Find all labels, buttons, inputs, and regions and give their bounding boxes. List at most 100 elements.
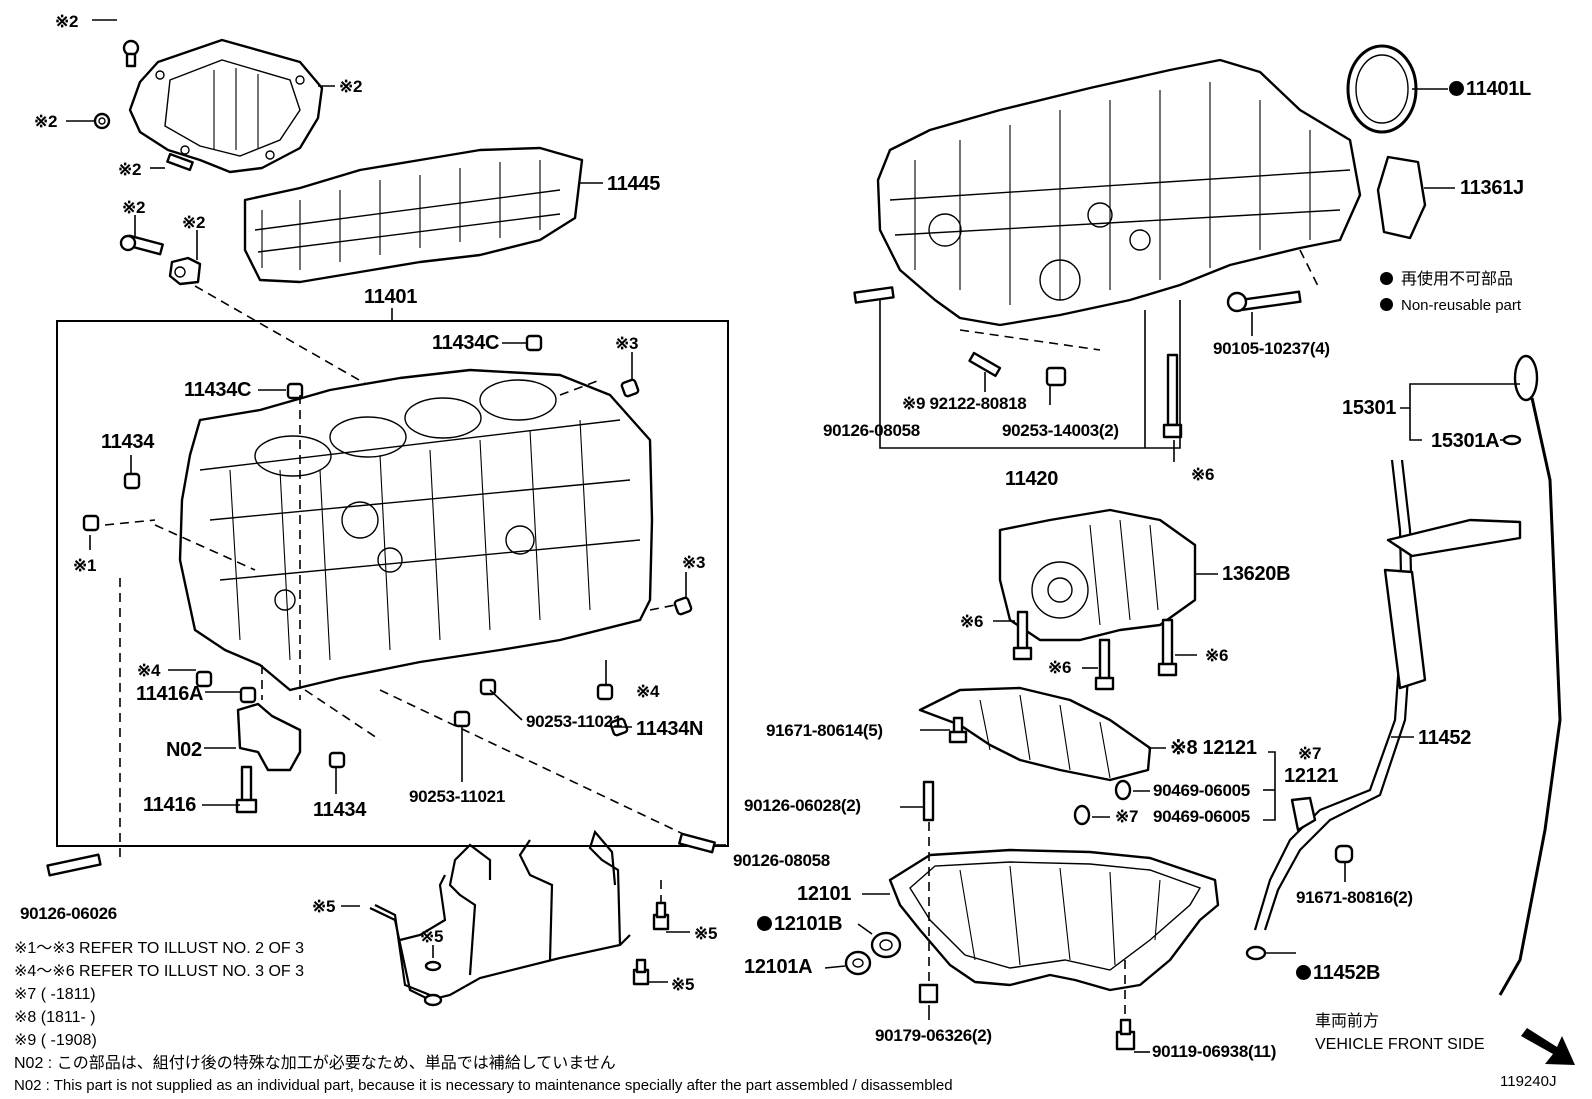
non-reusable-bullet — [1449, 81, 1464, 96]
dowel-pins-drawing — [82, 334, 693, 769]
illustration-number: 119240J — [1500, 1073, 1557, 1090]
front-arrow-drawing — [1521, 1028, 1575, 1065]
label-11445: 11445 — [607, 173, 661, 195]
label-90126-06026: 90126-06026 — [20, 904, 117, 923]
label-12101: 12101 — [797, 883, 852, 905]
label-11452: 11452 — [1418, 727, 1472, 749]
label-90119-06938: 90119-06938(11) — [1152, 1042, 1277, 1061]
label-11452b: 11452B — [1296, 962, 1380, 984]
oil-pan-lower-drawing — [844, 780, 1220, 1051]
label-note-9-92122: ※9 92122-80818 — [902, 394, 1027, 413]
label-90253-14003: 90253-14003(2) — [1002, 421, 1119, 440]
label-11401: 11401 — [364, 286, 418, 308]
front-side-en: VEHICLE FRONT SIDE — [1315, 1036, 1485, 1053]
label-90126-08058-b: 90126-08058 — [823, 421, 920, 440]
oil-pan-baffle-drawing — [243, 146, 584, 284]
label-13620b: 13620B — [1222, 563, 1291, 585]
oil-pan-upper-drawing — [876, 58, 1362, 327]
oil-pump-bolts-drawing — [1012, 610, 1178, 691]
label-15301: 15301 — [1342, 397, 1397, 419]
label-11416a: 11416A — [136, 683, 204, 705]
label-note-6-a: ※6 — [1191, 465, 1215, 484]
label-note-5-d: ※5 — [671, 975, 695, 994]
note-line-6: N02 : この部品は、組付け後の特殊な加工が必要なため、単品では補給していませ… — [14, 1055, 616, 1072]
note-line-1: ※1～※3 REFER TO ILLUST NO. 2 OF 3 — [14, 940, 305, 957]
label-11420: 11420 — [1005, 468, 1059, 490]
label-note-2-f: ※2 — [182, 213, 206, 232]
label-note-2-b: ※2 — [339, 77, 363, 96]
label-11434-b: 11434 — [313, 799, 367, 821]
label-90469-06005-a: 90469-06005 — [1153, 781, 1250, 800]
oil-pump-drawing — [998, 508, 1197, 642]
non-reusable-bullet — [757, 916, 772, 931]
legend-jp: 再使用不可部品 — [1380, 271, 1513, 289]
label-90469-06005-b: 90469-06005 — [1153, 807, 1250, 826]
label-90179-06326: 90179-06326(2) — [875, 1026, 992, 1045]
label-90105-10237: 90105-10237(4) — [1213, 339, 1330, 358]
label-note-4-b: ※4 — [636, 682, 660, 701]
label-note-8-12121: ※8 12121 — [1170, 737, 1257, 759]
label-note-1: ※1 — [73, 556, 97, 575]
label-note-6-b: ※6 — [960, 612, 984, 631]
legend-jp-text: 再使用不可部品 — [1401, 271, 1514, 288]
legend-dot-icon — [1380, 272, 1393, 285]
label-11434c-b: 11434C — [184, 379, 252, 401]
label-n02: N02 — [166, 739, 202, 761]
bolt-drawing — [93, 39, 202, 286]
label-90253-11021-a: 90253-11021 — [526, 712, 622, 731]
rear-oil-seal-drawing — [1346, 44, 1427, 240]
label-note-5-b: ※5 — [420, 927, 444, 946]
legend-en: Non-reusable part — [1380, 297, 1521, 315]
oil-level-gauge-drawing — [1498, 354, 1562, 996]
stud-bolt-drawing — [46, 832, 716, 877]
cylinder-block-drawing — [178, 368, 654, 692]
oil-level-gauge-guide-drawing — [1245, 459, 1522, 961]
note-line-4: ※8 (1811- ) — [14, 1009, 96, 1026]
oil-baffle-plate-drawing — [918, 686, 1152, 782]
small-bolts-drawing — [632, 901, 670, 986]
note-line-3: ※7 ( -1811) — [14, 986, 96, 1003]
label-note-4-a: ※4 — [137, 661, 161, 680]
label-note-2-c: ※2 — [34, 112, 58, 131]
label-11434n: 11434N — [636, 718, 704, 740]
label-11401l-text: 11401L — [1466, 78, 1531, 100]
label-11452b-text: 11452B — [1313, 962, 1381, 984]
timing-cover-gasket-drawing — [128, 38, 324, 174]
label-note-2-d: ※2 — [118, 160, 142, 179]
label-note-2-e: ※2 — [122, 198, 146, 217]
label-note-5-a: ※5 — [312, 897, 336, 916]
legend-dot-icon — [1380, 298, 1393, 311]
label-91671-80614: 91671-80614(5) — [766, 721, 883, 740]
label-note-7-b: ※7 — [1115, 807, 1139, 826]
label-note-3-a: ※3 — [615, 334, 639, 353]
label-11416: 11416 — [143, 794, 197, 816]
oil-pan-bolts-drawing — [853, 286, 1302, 439]
legend-en-text: Non-reusable part — [1401, 297, 1522, 314]
label-91671-80816: 91671-80816(2) — [1296, 888, 1413, 907]
note-line-2: ※4～※6 REFER TO ILLUST NO. 3 OF 3 — [14, 963, 305, 980]
non-reusable-bullet — [1296, 965, 1311, 980]
bearing-cap-drawing — [235, 702, 302, 814]
label-note-2-a: ※2 — [55, 12, 79, 31]
label-15301a: 15301A — [1431, 430, 1500, 452]
label-note-6-c: ※6 — [1048, 658, 1072, 677]
label-11434c-a: 11434C — [432, 332, 500, 354]
label-12121: 12121 — [1284, 765, 1339, 787]
label-90253-11021-b: 90253-11021 — [409, 787, 505, 806]
baffle-bolts-drawing — [948, 716, 1132, 826]
label-11434-a: 11434 — [101, 431, 155, 453]
oil-jet-pipe-drawing — [369, 829, 631, 1007]
note-line-7: N02 : This part is not supplied as an in… — [14, 1077, 953, 1094]
front-side-jp: 車両前方 — [1315, 1013, 1380, 1030]
label-12101b-text: 12101B — [774, 913, 843, 935]
label-note-6-d: ※6 — [1205, 646, 1229, 665]
label-11361j: 11361J — [1460, 177, 1524, 199]
label-11401l: 11401L — [1449, 78, 1531, 100]
label-12101a: 12101A — [744, 956, 813, 978]
label-note-3-b: ※3 — [682, 553, 706, 572]
note-line-5: ※9 ( -1908) — [14, 1032, 97, 1049]
label-90126-06028: 90126-06028(2) — [744, 796, 861, 815]
label-note-7-a: ※7 — [1298, 744, 1322, 763]
label-12101b: 12101B — [757, 913, 843, 935]
